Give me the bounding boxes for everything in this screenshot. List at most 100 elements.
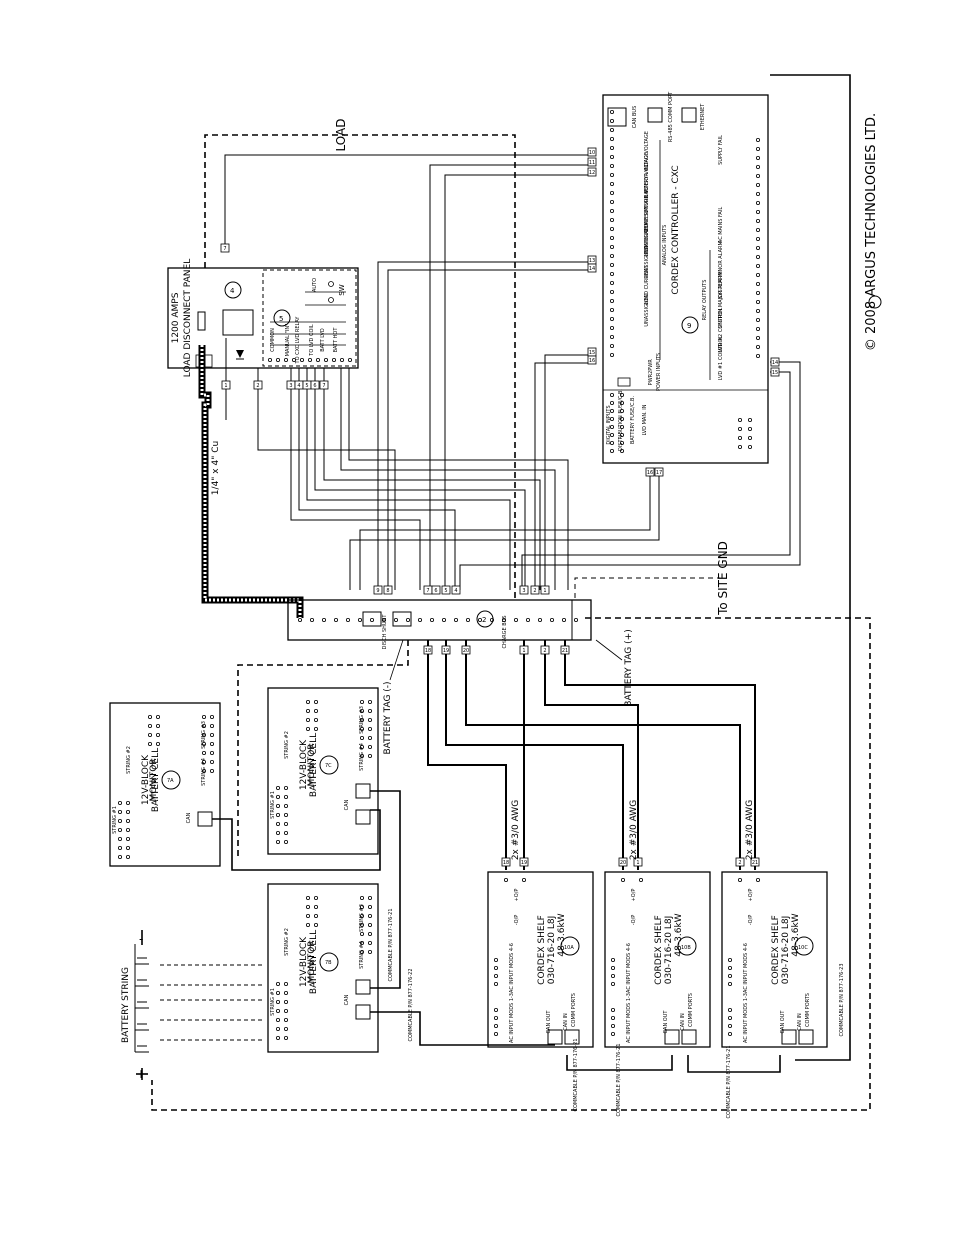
controller-terminal <box>610 298 615 303</box>
svg-text:STRING #2: STRING #2 <box>126 746 132 774</box>
controller-terminal <box>610 181 615 186</box>
controller-terminal <box>748 444 753 449</box>
controller-terminal <box>756 254 761 259</box>
controller-analog-6: LOAD CURRENT <box>644 264 650 304</box>
monitor-terminal <box>359 754 364 759</box>
controller-terminal <box>738 426 743 431</box>
cable-label-2: COMMCABLE P/N 877-176-22 <box>408 968 414 1041</box>
monitor-terminal <box>283 982 288 987</box>
monitor-terminal <box>305 905 310 910</box>
controller-digital-1: BATTERY FUSE/C.B. <box>630 396 636 445</box>
shelf-terminal <box>728 1024 733 1029</box>
monitor-terminal <box>283 795 288 800</box>
cable-label-5: COMMCABLE P/N 877-176-23 <box>839 963 845 1036</box>
controller-terminal <box>756 164 761 169</box>
svg-text:12V-BLOCK: 12V-BLOCK <box>299 739 309 790</box>
svg-text:12: 12 <box>589 170 595 176</box>
controller-terminal <box>738 435 743 440</box>
busbar-top-tag: 4 <box>451 585 461 595</box>
monitor-terminal <box>201 715 206 720</box>
svg-text:1: 1 <box>224 383 227 389</box>
controller-terminal <box>620 432 625 437</box>
monitor-terminal <box>283 804 288 809</box>
busbar-top-tag: 8 <box>383 585 393 595</box>
busbar-terminal <box>526 618 531 623</box>
shelf-terminal <box>728 974 733 979</box>
svg-text:2: 2 <box>256 383 259 389</box>
monitor-terminal <box>201 751 206 756</box>
busbar-terminal <box>538 618 543 623</box>
busbar-terminal <box>429 618 434 623</box>
controller-terminal <box>756 209 761 214</box>
monitor-terminal <box>313 923 318 928</box>
load-tag: 7 <box>220 243 230 253</box>
monitor-terminal <box>305 700 310 705</box>
shelf-terminal <box>611 974 616 979</box>
svg-text:-O/P: -O/P <box>514 915 520 926</box>
controller-power-title: POWER INPUTS <box>656 353 662 391</box>
disconnect-title-1: 1200 AMPS <box>171 292 181 343</box>
load-disconnect-panel <box>167 267 359 369</box>
monitor-text-7b: 12V-BLOCK BATTERY CELL MONITOR 7B STRING… <box>270 904 365 1016</box>
svg-text:CORDEX SHELF: CORDEX SHELF <box>537 915 547 985</box>
controller-terminal <box>610 334 615 339</box>
battery-plus: + <box>136 1067 146 1081</box>
svg-text:AC INPUT MODS 1-3: AC INPUT MODS 1-3 <box>743 993 749 1043</box>
shelf-terminal <box>493 1008 498 1013</box>
busbar-bottom-tag: 19 <box>441 645 451 655</box>
disconnect-terminal <box>283 357 288 362</box>
site-gnd-dashed-wire <box>574 577 720 598</box>
shelf-text-10a: CORDEX SHELF 030-716-20 L8J 48-3.6kW 10A… <box>509 889 577 1043</box>
shelf-terminal <box>493 982 498 987</box>
monitor-terminal <box>201 742 206 747</box>
busbar-terminal <box>321 618 326 623</box>
controller-terminal <box>610 448 615 453</box>
busbar-top-tag: 6 <box>431 585 441 595</box>
disconnect-terminal <box>307 357 312 362</box>
shelf-terminal <box>728 1016 733 1021</box>
shelf-terminal <box>611 982 616 987</box>
monitor-terminal <box>305 727 310 732</box>
svg-text:CAN IN: CAN IN <box>797 1013 803 1031</box>
load-dashed-wire <box>204 134 516 598</box>
svg-text:15: 15 <box>772 370 778 376</box>
monitor-terminal <box>283 840 288 845</box>
busbar-terminal <box>309 618 314 623</box>
svg-text:1: 1 <box>522 648 525 654</box>
controller-tag: 11 <box>587 157 597 167</box>
shelf-input-tag: 1 <box>633 857 643 867</box>
shelf-text-10c: CORDEX SHELF 030-716-20 L8J 48-3.6kW 10C… <box>743 889 811 1043</box>
controller-terminal <box>756 335 761 340</box>
monitor-terminal <box>313 718 318 723</box>
busbar-bottom-tag: 21 <box>560 645 570 655</box>
busbar-terminal <box>477 618 482 623</box>
battery-minus: - <box>139 932 143 946</box>
disconnect-row-2: TO CXC LVD RELAY <box>295 316 301 365</box>
monitor-terminal <box>155 724 160 729</box>
cable-label-1: COMMCABLE P/N 877-176-21 <box>388 908 394 981</box>
svg-text:48-3.6kW: 48-3.6kW <box>791 913 801 956</box>
monitor-terminal <box>305 923 310 928</box>
busbar-top-tag: 7 <box>423 585 433 595</box>
monitor-terminal <box>209 751 214 756</box>
controller-terminal <box>610 271 615 276</box>
controller-terminal <box>756 137 761 142</box>
controller-port-0: CAN BUS <box>632 106 638 129</box>
svg-text:6: 6 <box>434 588 437 594</box>
svg-text:12V-BLOCK: 12V-BLOCK <box>299 936 309 987</box>
power-wires <box>427 640 756 870</box>
monitor-terminal <box>126 855 131 860</box>
controller-analog-1: BATTERY VOLTAGE <box>644 152 650 198</box>
controller-terminal <box>610 325 615 330</box>
controller-terminal <box>610 136 615 141</box>
disconnect-tag: 4 <box>294 380 304 390</box>
shelf-terminal <box>493 1016 498 1021</box>
svg-text:030-716-20 L8J: 030-716-20 L8J <box>664 916 674 985</box>
disconnect-terminal <box>267 357 272 362</box>
controller-terminal <box>610 154 615 159</box>
monitor-terminal <box>126 846 131 851</box>
monitor-terminal <box>275 813 280 818</box>
svg-text:AC INPUT MODS 4-6: AC INPUT MODS 4-6 <box>509 943 515 993</box>
svg-text:CORDEX SHELF: CORDEX SHELF <box>771 915 781 985</box>
svg-text:11: 11 <box>589 160 595 166</box>
